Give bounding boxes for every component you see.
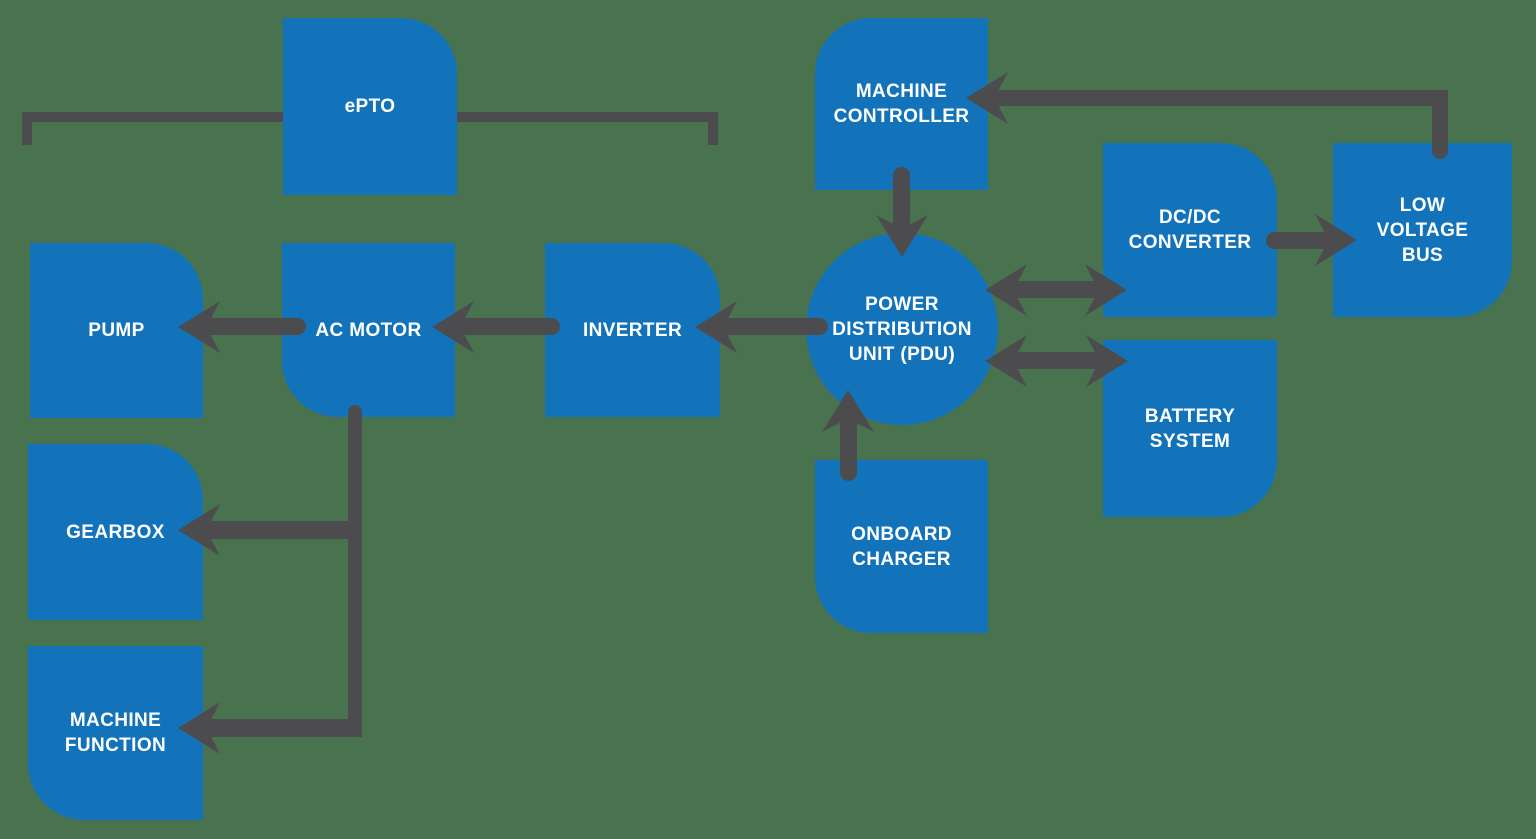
arrow-lvb-to-machine-controller-shaft — [994, 90, 1448, 106]
arrow-pdu-battery-shaft — [1013, 352, 1100, 369]
node-battery-system: BATTERY SYSTEM — [1103, 340, 1277, 517]
node-epto-label: ePTO — [344, 96, 396, 117]
arrow-pdu-dcdc-shaft — [1013, 281, 1099, 298]
node-battery-system-label: BATTERY SYSTEM — [1144, 405, 1236, 452]
arrow-lvb-to-machine-controller-vertical — [1432, 90, 1448, 159]
node-inverter: INVERTER — [545, 243, 720, 417]
node-epto: ePTO — [283, 18, 457, 195]
arrow-ac-motor-branch-vertical — [348, 405, 362, 737]
epto-bracket-right-tick — [708, 112, 718, 145]
node-pump: PUMP — [30, 243, 203, 418]
node-low-voltage-bus: LOW VOLTAGE BUS — [1333, 143, 1512, 317]
arrow-machine-controller-to-pdu-shaft — [893, 167, 910, 243]
node-onboard-charger-label: ONBOARD CHARGER — [851, 523, 952, 570]
arrow-onboard-charger-to-pdu-shaft — [840, 418, 857, 481]
arrow-inverter-to-ac-motor-shaft — [460, 318, 560, 335]
node-onboard-charger: ONBOARD CHARGER — [815, 460, 988, 633]
node-pdu: POWER DISTRIBUTION UNIT (PDU) — [806, 233, 998, 425]
node-machine-function-label: MACHINE FUNCTION — [64, 710, 167, 756]
node-gearbox-label: GEARBOX — [66, 521, 165, 543]
node-machine-function: MACHINE FUNCTION — [28, 646, 203, 820]
node-machine-controller: MACHINE CONTROLLER — [815, 18, 988, 190]
node-gearbox: GEARBOX — [28, 444, 203, 620]
arrow-ac-motor-to-pump-shaft — [206, 318, 306, 335]
node-low-voltage-bus-label: LOW VOLTAGE BUS — [1376, 194, 1469, 266]
node-pump-label: PUMP — [88, 320, 145, 341]
node-dcdc-converter: DC/DC CONVERTER — [1103, 143, 1277, 317]
node-ac-motor: AC MOTOR — [282, 243, 455, 417]
node-ac-motor-label: AC MOTOR — [315, 319, 422, 341]
arrow-pdu-to-inverter-shaft — [723, 318, 828, 335]
node-machine-controller-label: MACHINE CONTROLLER — [833, 81, 970, 127]
node-inverter-label: INVERTER — [582, 319, 683, 341]
node-pdu-label: POWER DISTRIBUTION UNIT (PDU) — [832, 293, 972, 365]
arrow-ac-motor-to-gearbox-shaft — [206, 521, 362, 539]
arrow-dcdc-to-lvb-shaft — [1266, 232, 1329, 249]
epto-bracket-left-tick — [22, 112, 32, 145]
node-dcdc-converter-label: DC/DC CONVERTER — [1128, 207, 1252, 253]
arrow-ac-motor-to-machine-function-shaft — [206, 719, 362, 737]
